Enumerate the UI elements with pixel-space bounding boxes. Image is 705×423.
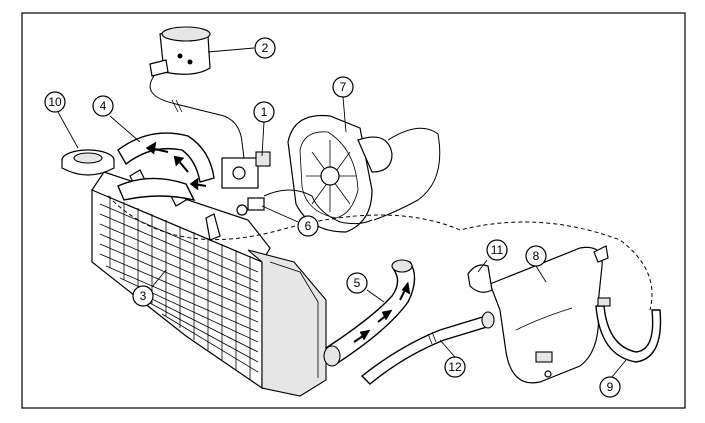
callout-2-label: 2 — [262, 41, 269, 55]
callout-8-label: 8 — [533, 249, 540, 263]
callout-1-label: 1 — [261, 105, 268, 119]
callout-2: 2 — [254, 37, 276, 59]
radiator — [91, 169, 327, 397]
breather-hose — [595, 297, 662, 363]
callout-8: 8 — [525, 245, 547, 267]
callout-5-label: 5 — [354, 276, 361, 290]
fan-switch — [236, 189, 373, 225]
reservoir-tank — [489, 245, 609, 384]
diagram-frame — [21, 12, 686, 409]
leader-lines — [57, 47, 627, 378]
callout-10-label: 10 — [48, 95, 62, 109]
reservoir-hose — [360, 311, 495, 385]
callout-3: 3 — [132, 285, 154, 307]
callout-3-label: 3 — [140, 289, 147, 303]
callout-12-label: 12 — [448, 360, 462, 374]
callout-11-label: 11 — [491, 243, 504, 257]
overflow-tube — [107, 195, 653, 311]
callout-6-label: 6 — [305, 219, 312, 233]
cooling-fan — [287, 114, 441, 233]
temperature-gauge — [149, 26, 245, 159]
callout-12: 12 — [444, 356, 466, 378]
callout-7-label: 7 — [340, 80, 347, 94]
lower-hose — [323, 259, 416, 367]
flow-arrows — [145, 141, 411, 343]
callout-4-label: 4 — [100, 99, 107, 113]
reservoir-cap — [467, 264, 493, 293]
callout-9-label: 9 — [607, 380, 614, 394]
callout-4: 4 — [92, 95, 114, 117]
callout-1: 1 — [253, 101, 275, 123]
callout-11: 11 — [486, 239, 508, 261]
callout-10: 10 — [44, 91, 66, 113]
callout-5: 5 — [346, 272, 368, 294]
callout-9: 9 — [599, 376, 621, 398]
radiator-cap — [61, 149, 115, 176]
callout-6: 6 — [297, 215, 319, 237]
upper-hose — [117, 132, 215, 202]
radiator-core-fins — [99, 196, 259, 380]
sensor-housing — [221, 151, 271, 189]
callout-7: 7 — [332, 76, 354, 98]
